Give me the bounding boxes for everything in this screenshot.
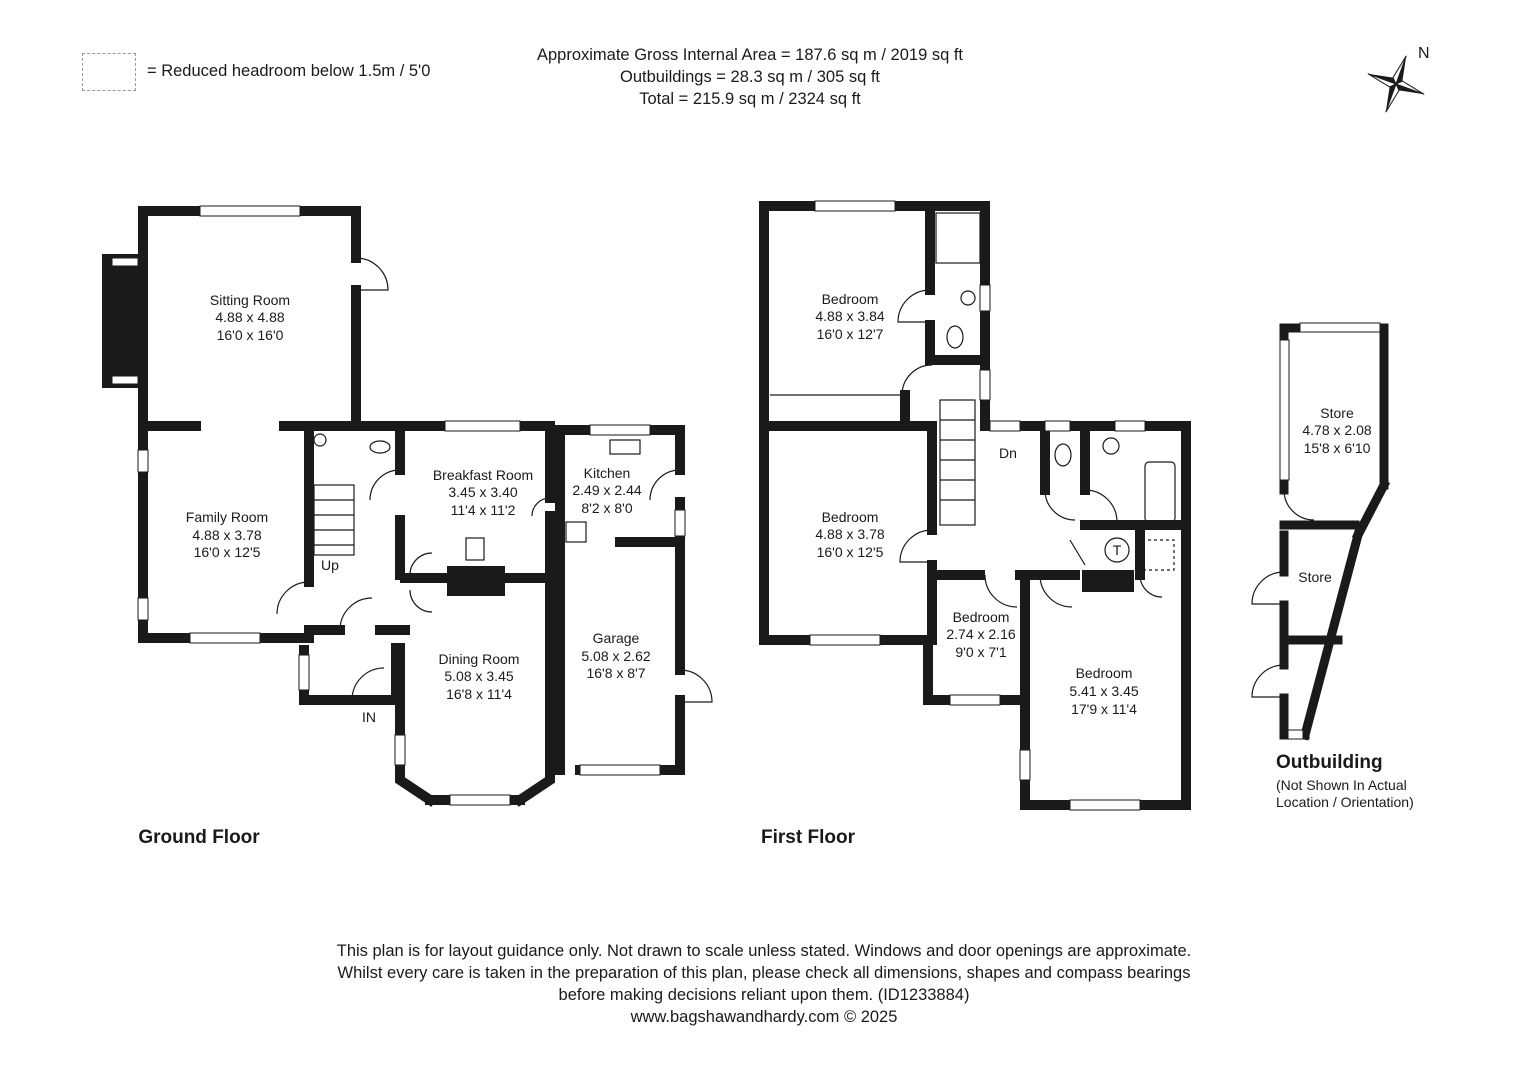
room-metric: 4.78 x 2.08 — [1302, 422, 1371, 438]
ground-floor-title: Ground Floor — [138, 827, 260, 848]
room-metric: 5.08 x 3.45 — [444, 668, 513, 684]
ground-floor-doors — [276, 257, 713, 703]
room-imperial: 16'8 x 8'7 — [586, 665, 645, 681]
tank-label: T — [1113, 542, 1122, 558]
area-summary: Approximate Gross Internal Area = 187.6 … — [400, 44, 1100, 110]
website-copyright: www.bagshawandhardy.com © 2025 — [630, 1008, 898, 1026]
room-imperial: 16'0 x 16'0 — [217, 327, 284, 343]
first-floor-windows — [809, 200, 1146, 811]
room-metric: 5.41 x 3.45 — [1069, 683, 1138, 699]
room-name: Garage — [593, 630, 640, 646]
room-metric: 2.49 x 2.44 — [572, 482, 641, 498]
room-name: Bedroom — [822, 291, 879, 307]
room-imperial: 16'0 x 12'7 — [817, 326, 884, 342]
outbuilding-title: Outbuilding — [1276, 752, 1383, 773]
room-metric: 3.45 x 3.40 — [448, 484, 517, 500]
room-metric: 4.88 x 3.84 — [815, 308, 884, 324]
room-imperial: 17'9 x 11'4 — [1071, 701, 1137, 717]
ground-floor-windows — [111, 205, 686, 806]
outbuilding-windows — [1279, 322, 1381, 740]
ground-floor-room-labels: Sitting Room 4.88 x 4.88 16'0 x 16'0 Fam… — [138, 292, 651, 848]
room-name: Kitchen — [584, 465, 631, 481]
room-imperial: 16'0 x 12'5 — [817, 544, 884, 560]
first-floor-room-labels: Bedroom 4.88 x 3.84 16'0 x 12'7 Bedroom … — [761, 291, 1139, 848]
stairs-down-label: Dn — [999, 445, 1017, 461]
room-metric: 2.74 x 2.16 — [946, 626, 1015, 642]
room-name: Family Room — [186, 509, 268, 525]
room-name: Store — [1298, 569, 1332, 585]
gross-internal-area: Approximate Gross Internal Area = 187.6 … — [536, 46, 964, 64]
room-name: Sitting Room — [210, 292, 290, 308]
room-name: Bedroom — [822, 509, 879, 525]
outbuilding-room-labels: Store 4.78 x 2.08 15'8 x 6'10 Store — [1298, 405, 1372, 585]
room-imperial: 11'4 x 11'2 — [451, 502, 516, 518]
room-imperial: 8'2 x 8'0 — [581, 500, 632, 516]
outbuilding-note: (Not Shown In Actual Location / Orientat… — [1276, 777, 1414, 811]
disclaimer-line: Whilst every care is taken in the prepar… — [337, 964, 1191, 982]
room-metric: 5.08 x 2.62 — [581, 648, 650, 664]
stairs-up-label: Up — [321, 557, 339, 573]
compass-north-label: N — [1418, 45, 1430, 62]
room-metric: 4.88 x 3.78 — [815, 526, 884, 542]
room-imperial: 16'0 x 12'5 — [194, 544, 261, 560]
room-imperial: 16'8 x 11'4 — [446, 686, 512, 702]
reduced-headroom-legend-text: = Reduced headroom below 1.5m / 5'0 — [147, 62, 431, 80]
outbuilding-walls — [1279, 323, 1391, 741]
disclaimer-line: This plan is for layout guidance only. N… — [336, 942, 1192, 960]
outbuilding-note-line: (Not Shown In Actual — [1276, 777, 1407, 793]
room-name: Store — [1320, 405, 1354, 421]
disclaimer-line: before making decisions reliant upon the… — [558, 986, 970, 1004]
room-name: Bedroom — [1076, 665, 1133, 681]
outbuilding-doors — [1251, 489, 1315, 698]
room-imperial: 9'0 x 7'1 — [955, 644, 1006, 660]
outbuilding-note-line: Location / Orientation) — [1276, 794, 1414, 810]
first-floor-fittings — [770, 212, 1176, 608]
disclaimer: This plan is for layout guidance only. N… — [264, 940, 1264, 1028]
reduced-headroom-legend-swatch — [82, 53, 136, 91]
room-name: Bedroom — [953, 609, 1010, 625]
room-name: Breakfast Room — [433, 467, 533, 483]
room-metric: 4.88 x 3.78 — [192, 527, 261, 543]
room-name: Dining Room — [439, 651, 520, 667]
room-metric: 4.88 x 4.88 — [215, 309, 284, 325]
entrance-label: IN — [362, 709, 376, 725]
first-floor-title: First Floor — [761, 827, 856, 848]
room-imperial: 15'8 x 6'10 — [1304, 440, 1371, 456]
outbuildings-area: Outbuildings = 28.3 sq m / 305 sq ft — [619, 68, 881, 86]
compass-icon: N — [1367, 45, 1430, 113]
total-area: Total = 215.9 sq m / 2324 sq ft — [639, 90, 861, 108]
